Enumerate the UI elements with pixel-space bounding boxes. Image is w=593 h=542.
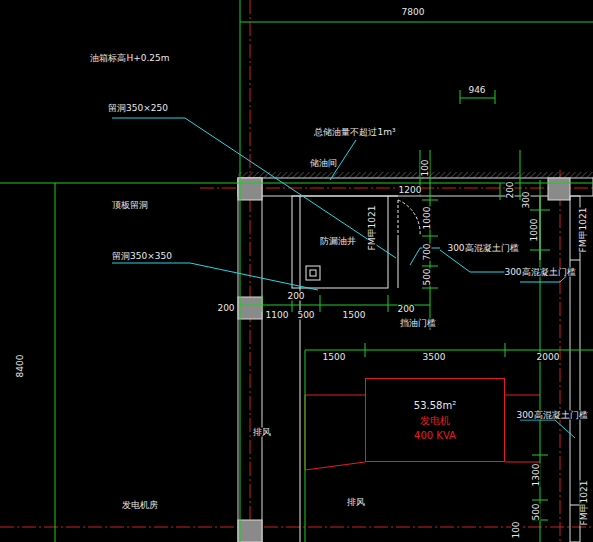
dimension-text: 100 xyxy=(421,159,430,176)
note-text: 挡油门槛 xyxy=(400,319,436,328)
note-text: 顶板留洞 xyxy=(112,201,148,210)
dimension-text: 300 xyxy=(522,191,531,208)
note-text: FM甲1021 xyxy=(579,208,588,253)
dimension-text: 200 xyxy=(506,181,515,198)
note-text: FM甲1021 xyxy=(368,206,377,251)
dimension-text: 3500 xyxy=(423,353,446,362)
note-text: 发电机房 xyxy=(122,501,158,510)
note-text: 留洞350×250 xyxy=(108,104,168,113)
dimension-text: 700 xyxy=(423,243,432,260)
note-text: 排风 xyxy=(347,498,365,507)
note-text: 300高混凝土门槛 xyxy=(447,244,518,253)
dimension-text: 100 xyxy=(512,521,521,538)
dimension-text: 200 xyxy=(397,305,414,314)
equipment-text: 400 KVA xyxy=(414,428,456,443)
dimension-text: 1300 xyxy=(532,464,541,487)
note-text: 油箱标高H+0.25m xyxy=(90,54,169,63)
dimension-text: 1000 xyxy=(530,219,539,242)
dimension-text: 1000 xyxy=(423,207,432,230)
note-text: FM甲1021 xyxy=(580,481,589,526)
dimension-text: 946 xyxy=(468,86,485,95)
dimension-text: 1500 xyxy=(343,311,366,320)
dimension-text: 1500 xyxy=(323,353,346,362)
note-text: 300高混凝土门槛 xyxy=(504,268,575,277)
note-text: 总储油量不超过1m³ xyxy=(314,128,395,137)
note-text: 防漏油井 xyxy=(320,237,356,246)
note-text: 排风 xyxy=(253,428,271,437)
note-text: 300高混凝土门槛 xyxy=(516,411,587,420)
dimension-text: 2000 xyxy=(537,353,560,362)
dimension-text: 500 xyxy=(423,268,432,285)
dimension-text: 1200 xyxy=(399,186,422,195)
area-text: 53.58m² xyxy=(414,398,456,413)
note-text: 储油间 xyxy=(310,159,337,168)
dimension-text: 200 xyxy=(217,304,234,313)
dimension-text: 7800 xyxy=(402,8,425,17)
dimension-text: 500 xyxy=(532,503,541,520)
dimension-text: 200 xyxy=(287,292,304,301)
generator-box: 53.58m²发电机400 KVA xyxy=(365,378,505,462)
dimension-text: 500 xyxy=(297,311,314,320)
dimension-text: 8400 xyxy=(16,355,25,378)
dimension-text: 1100 xyxy=(266,311,289,320)
equipment-text: 发电机 xyxy=(420,413,450,428)
note-text: 留洞350×350 xyxy=(112,252,172,261)
